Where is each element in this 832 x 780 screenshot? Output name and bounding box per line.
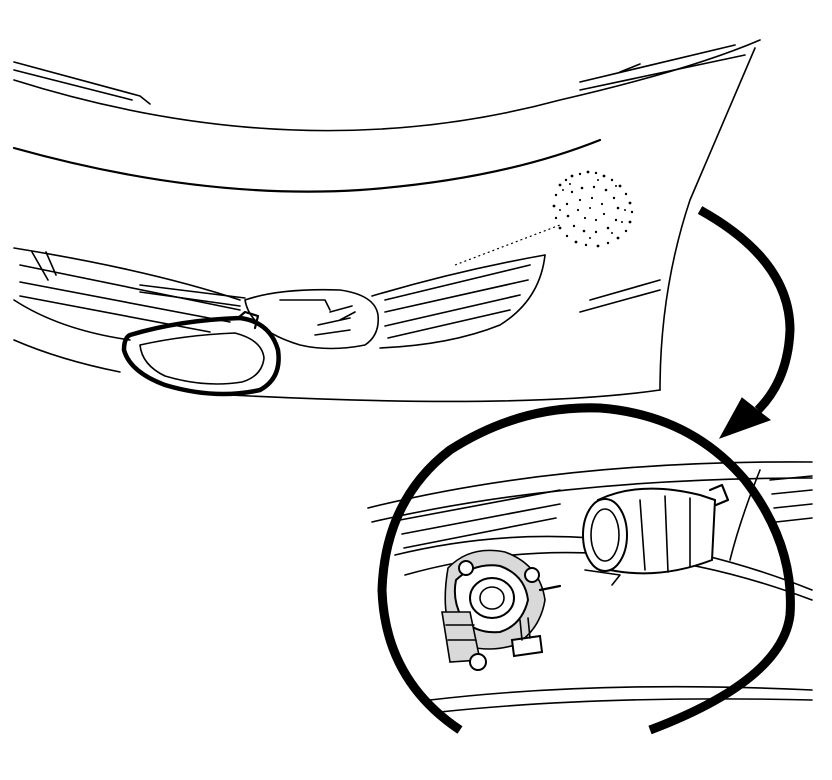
lamp-housing-socket bbox=[582, 483, 730, 586]
fog-lamp-assembly bbox=[441, 549, 562, 671]
front-bumper-overview bbox=[12, 39, 761, 403]
detail-view bbox=[367, 403, 813, 735]
stipple-area bbox=[552, 170, 634, 248]
detail-arrow bbox=[697, 206, 795, 439]
